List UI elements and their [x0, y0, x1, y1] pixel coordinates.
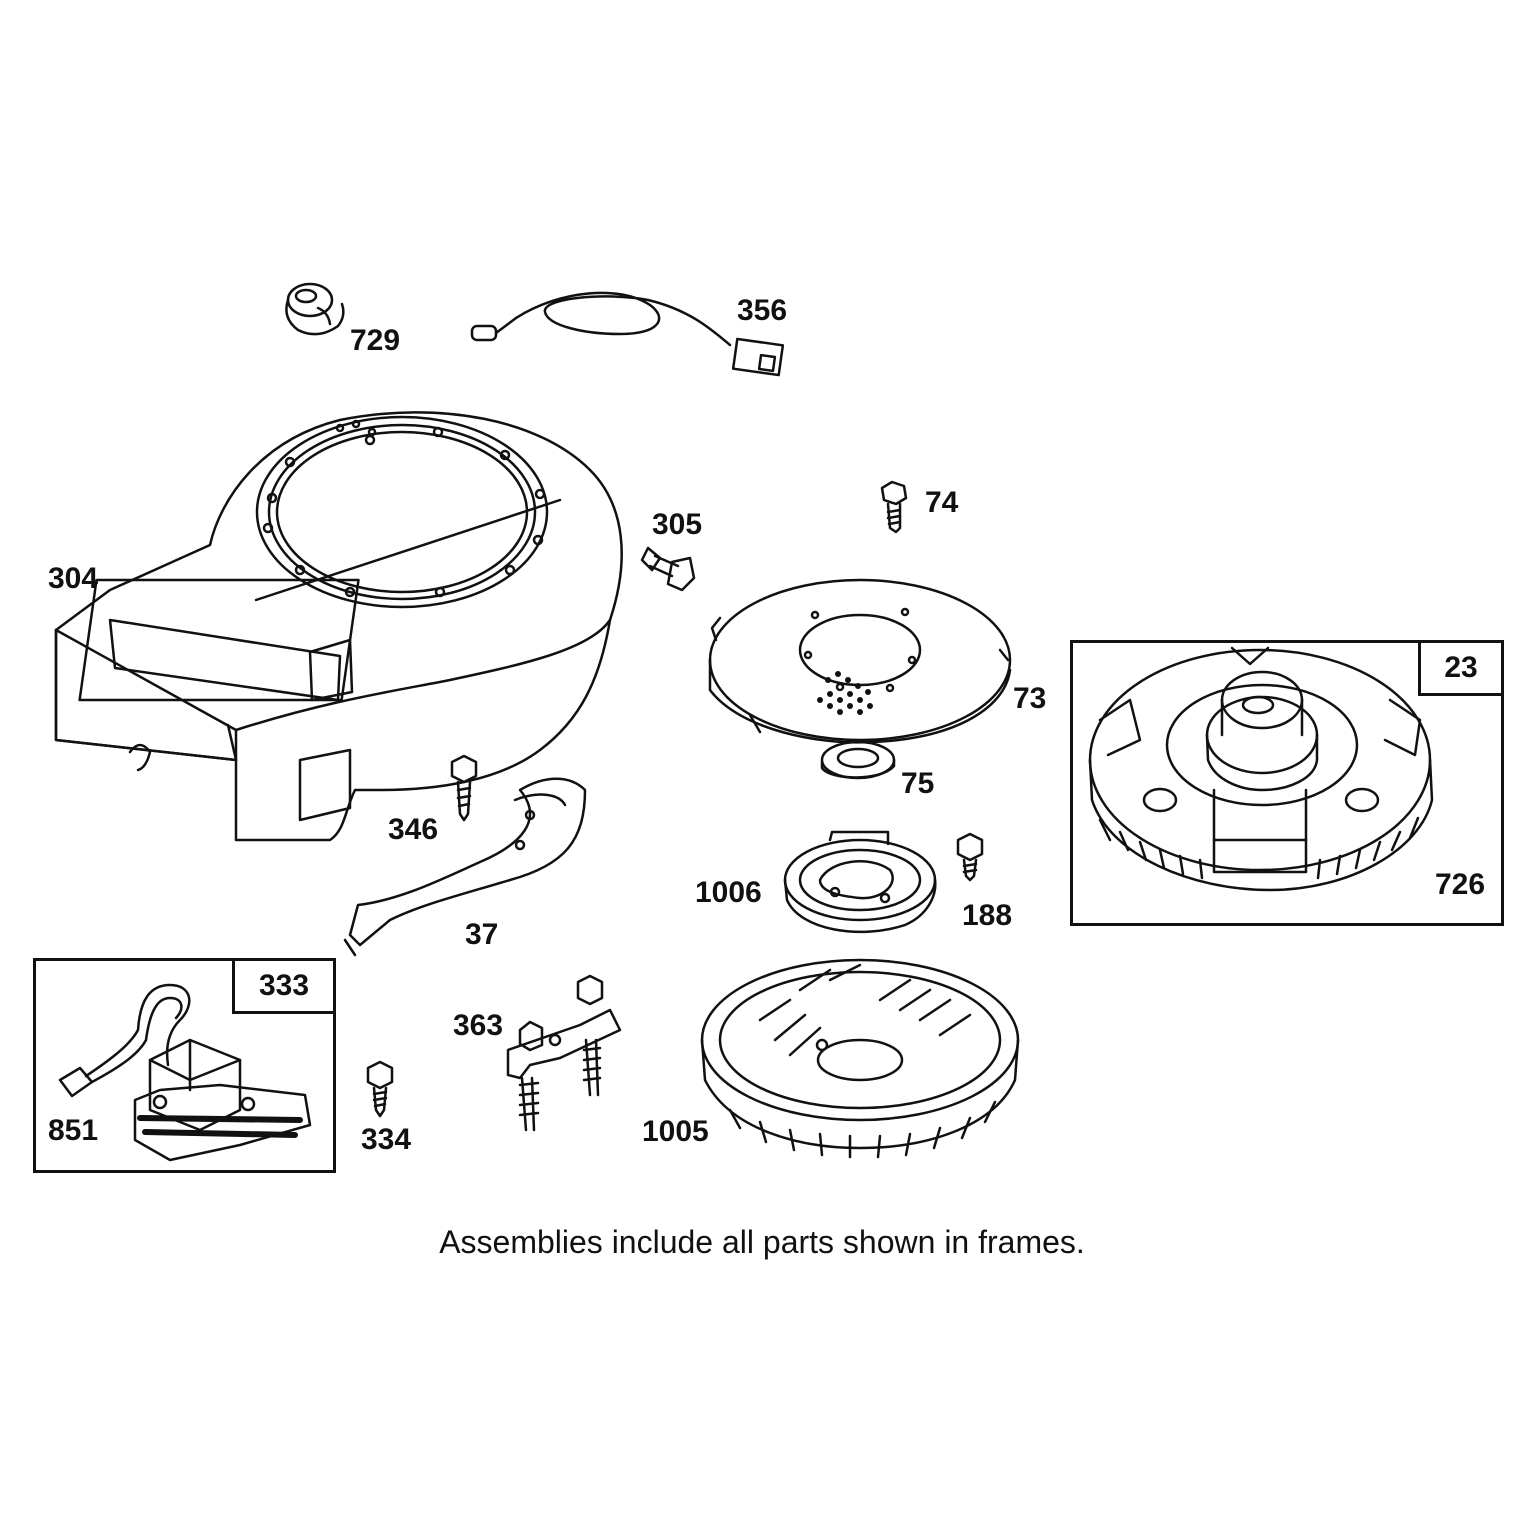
part-188-screw — [956, 832, 984, 882]
part-729-grommet — [285, 282, 345, 336]
label-363: 363 — [453, 1009, 504, 1042]
label-1005: 1005 — [642, 1115, 709, 1148]
part-37-air-guide — [343, 777, 587, 957]
label-851: 851 — [48, 1114, 99, 1147]
label-726: 726 — [1435, 868, 1486, 901]
frame-badge-333: 333 — [232, 958, 336, 1014]
frame-badge-23: 23 — [1418, 640, 1504, 696]
label-73: 73 — [1013, 682, 1047, 715]
part-305-bolt — [640, 546, 696, 592]
part-304-blower-housing — [54, 411, 623, 842]
part-356-wire — [470, 291, 785, 377]
part-75-washer — [820, 740, 896, 780]
label-37: 37 — [465, 918, 499, 951]
label-346: 346 — [388, 813, 439, 846]
label-334: 334 — [361, 1123, 412, 1156]
part-726-flywheel — [1088, 646, 1434, 892]
part-346-screw — [450, 754, 478, 822]
label-729: 729 — [350, 324, 401, 357]
part-851-ignition-armature — [58, 983, 312, 1162]
frame-ignition-assembly — [33, 958, 336, 1173]
part-73-rotating-screen — [708, 578, 1012, 744]
label-75: 75 — [901, 767, 935, 800]
frame-flywheel-assembly — [1070, 640, 1504, 926]
label-356: 356 — [737, 294, 788, 327]
part-74-screw — [880, 480, 908, 534]
part-363-bracket — [506, 974, 622, 1132]
footnote-caption: Assemblies include all parts shown in fr… — [439, 1224, 1085, 1260]
label-305: 305 — [652, 508, 703, 541]
part-1006-starter-cup — [783, 830, 937, 934]
label-1006: 1006 — [695, 876, 762, 909]
label-74: 74 — [925, 486, 959, 519]
part-1005-fan — [700, 958, 1020, 1159]
label-304: 304 — [48, 562, 99, 595]
label-188: 188 — [962, 899, 1013, 932]
part-334-screw — [366, 1060, 394, 1118]
